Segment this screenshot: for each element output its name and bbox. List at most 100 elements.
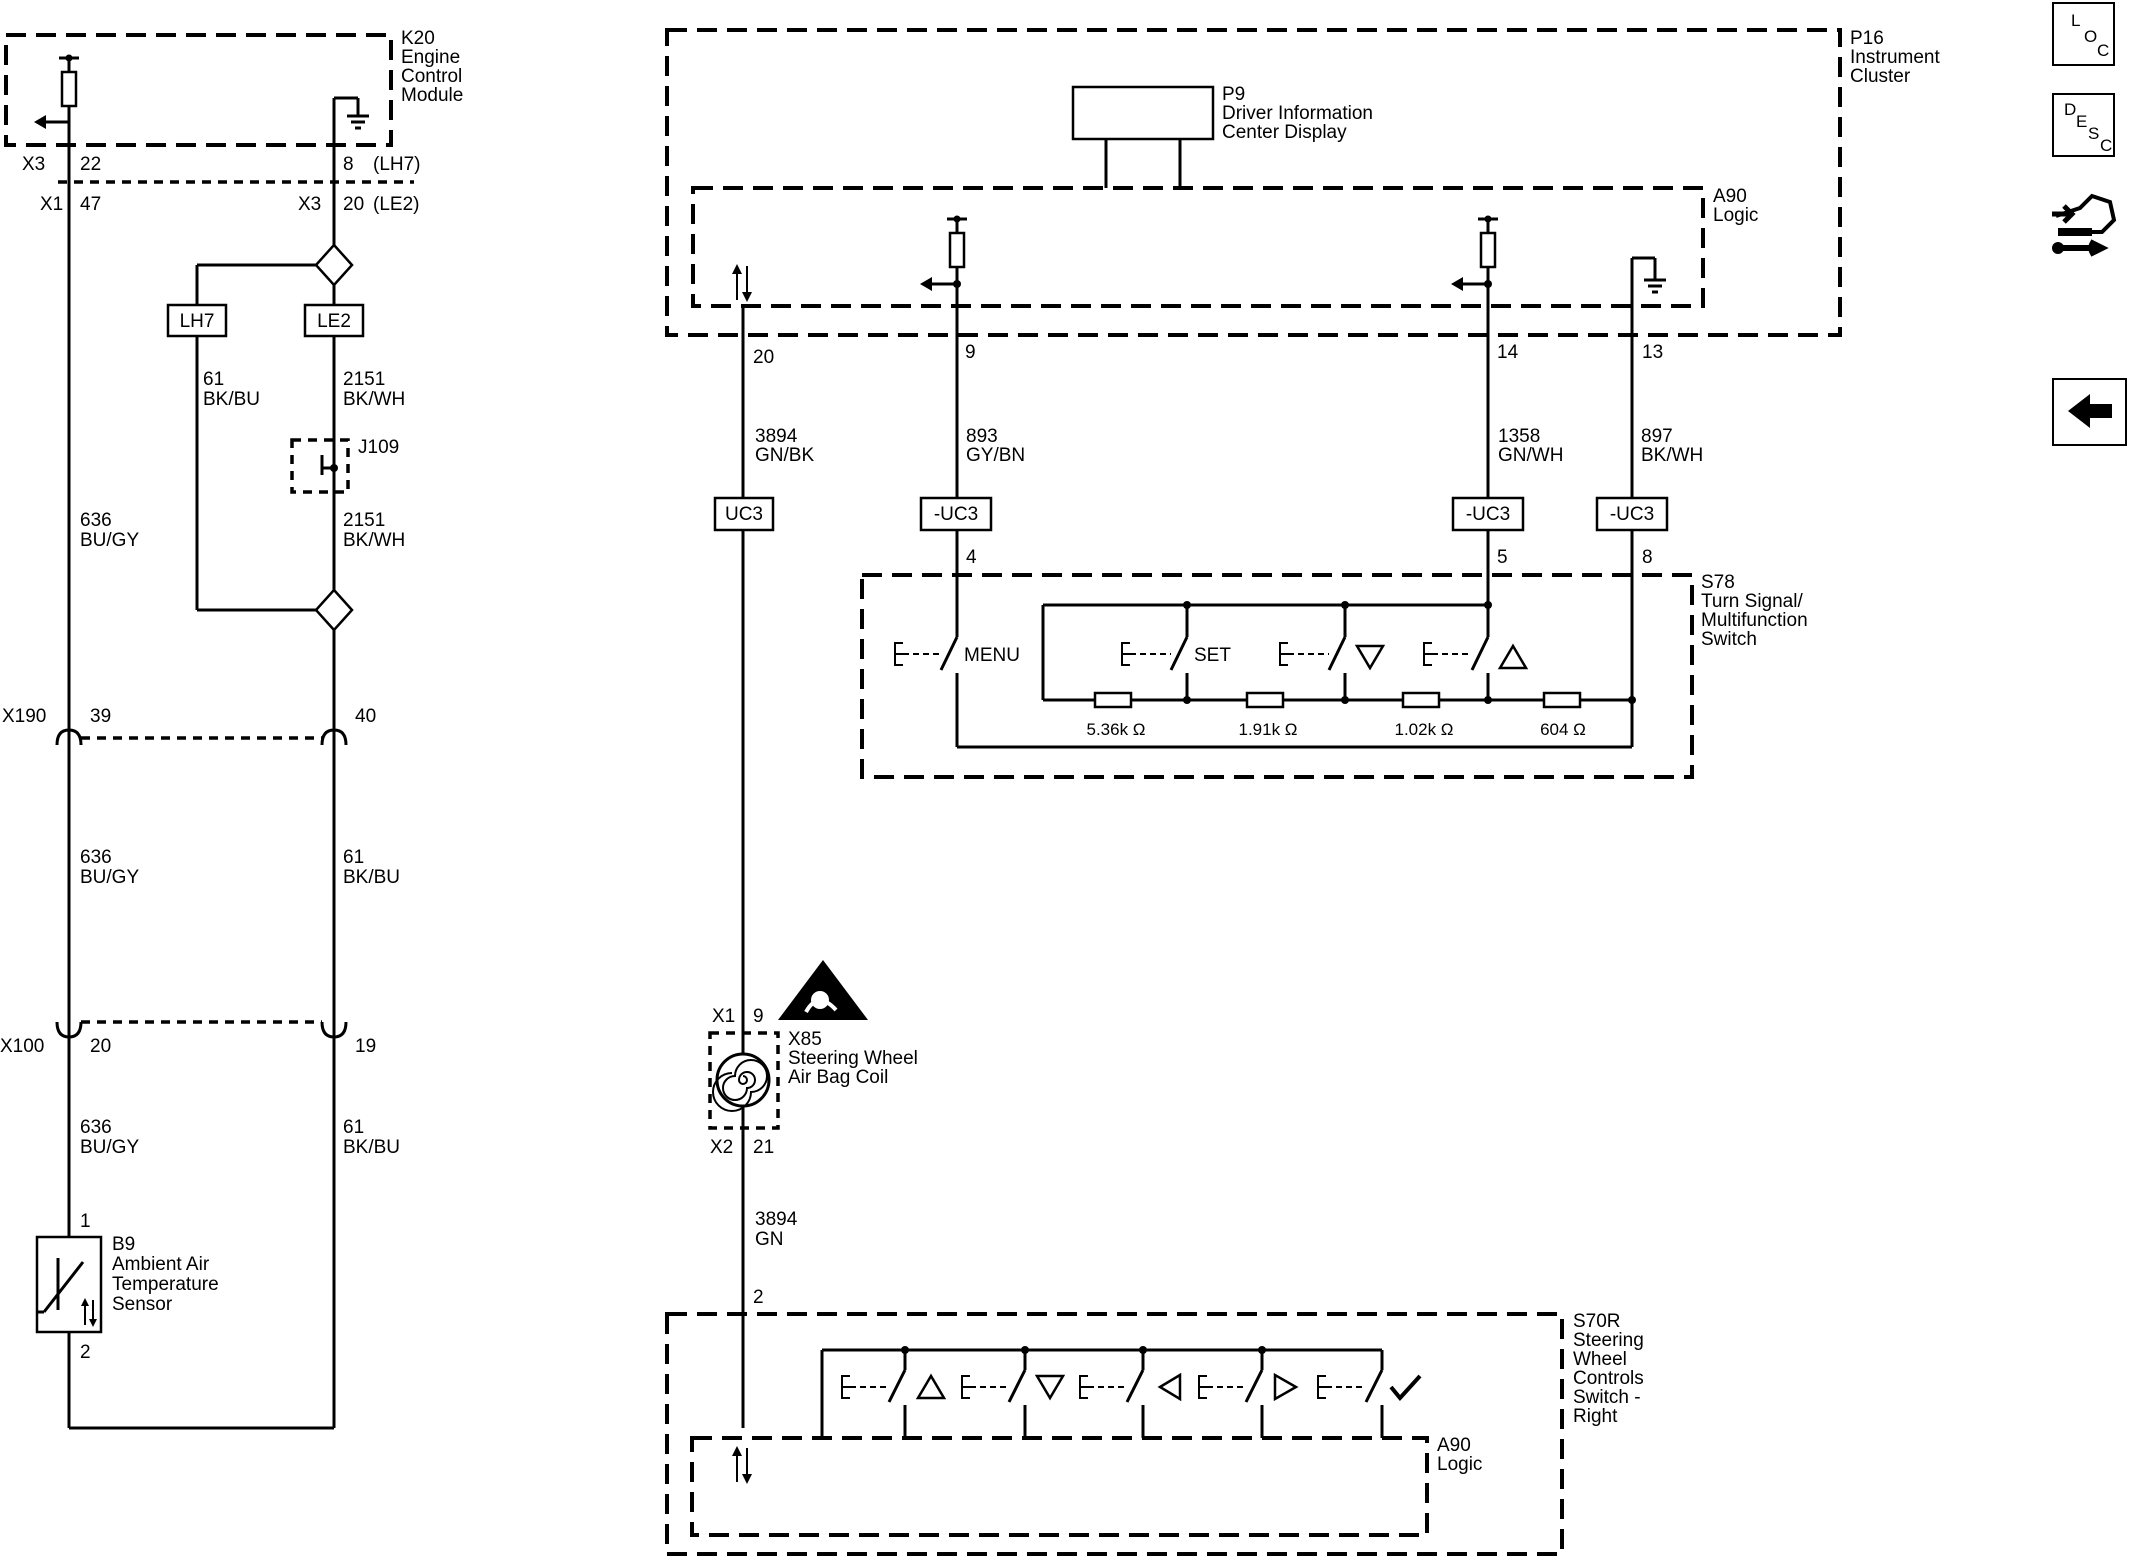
right-arrow-icon	[1273, 1372, 1299, 1402]
sensor-name-2: Temperature	[112, 1274, 219, 1295]
wire-3894-number: 3894	[755, 426, 798, 447]
airbag-warning-icon	[778, 960, 868, 1020]
wire-897-color: BK/WH	[1641, 445, 1703, 466]
ecm-name-3: Module	[401, 85, 463, 106]
desc-letter-d: D	[2064, 100, 2077, 119]
wire-893-color: GY/BN	[966, 445, 1025, 466]
ecm-pin-47: 47	[80, 194, 101, 215]
desc-letter-c: C	[2100, 136, 2113, 155]
ecm-le2-note: (LE2)	[373, 194, 419, 215]
connector-x100: X100	[0, 1036, 44, 1057]
s78-name-3: Switch	[1701, 629, 1757, 650]
s70r-name-4: Switch -	[1573, 1387, 1641, 1408]
coil-name-1: Steering Wheel	[788, 1048, 918, 1069]
turn-signal-switch: S78 Turn Signal/ Multifunction Switch 5.…	[860, 572, 1808, 779]
wire-3894b-color: GN	[755, 1229, 784, 1250]
wire-1358-number: 1358	[1498, 426, 1540, 447]
resistor-2-value: 1.91k Ω	[1238, 720, 1297, 739]
sensor-id: B9	[112, 1234, 135, 1255]
ecm-x3-label: X3	[22, 154, 45, 175]
wire-61c-color: BK/BU	[343, 1137, 400, 1158]
coil-x2-label: X2	[710, 1137, 733, 1158]
wire-636c-number: 636	[80, 1117, 112, 1138]
sensor-pin-1: 1	[80, 1211, 91, 1232]
wire-3894b-number: 3894	[755, 1209, 798, 1230]
s70r-name-1: Steering	[1573, 1330, 1644, 1351]
cluster-logic-id: A90	[1713, 186, 1747, 207]
ecm-pin-20: 20	[343, 194, 364, 215]
dic-name-1: Driver Information	[1222, 103, 1373, 124]
s78-pin-8: 8	[1642, 547, 1653, 568]
x190-pin-39: 39	[90, 706, 111, 727]
s70r-pin-2: 2	[753, 1287, 764, 1308]
s78-pin-4: 4	[966, 547, 977, 568]
x100-pin-20: 20	[90, 1036, 111, 1057]
dic-name-2: Center Display	[1222, 122, 1347, 143]
wire-61-color: BK/BU	[203, 389, 260, 410]
resistor-3-value: 1.02k Ω	[1394, 720, 1453, 739]
cluster-name-1: Instrument	[1850, 47, 1940, 68]
ecm-pin-22: 22	[80, 154, 101, 175]
ambient-air-sensor: 1 2 B9 Ambient Air Temperature Sensor	[35, 1211, 219, 1363]
connector-tool-icon[interactable]	[2050, 186, 2118, 261]
x100-pin-19: 19	[355, 1036, 376, 1057]
steering-wheel-controls: S70R Steering Wheel Controls Switch - Ri…	[665, 1311, 1644, 1556]
cluster-name-2: Cluster	[1850, 66, 1911, 87]
cluster-pin-20: 20	[753, 347, 774, 368]
x190-pin-40: 40	[355, 706, 376, 727]
down-arrow-icon	[1354, 644, 1386, 671]
description-button[interactable]: D E S C	[2052, 93, 2115, 157]
middle-wiring: 20 9 14 13 3894 GN/BK 893 GY/BN 1358 GN/…	[713, 258, 1703, 1428]
s78-pin-5: 5	[1497, 547, 1508, 568]
coil-id: X85	[788, 1029, 822, 1050]
coil-pin-21: 21	[753, 1137, 774, 1158]
ecm-x3b-label: X3	[298, 194, 321, 215]
dic-id: P9	[1222, 84, 1245, 105]
option-not-uc3-b: -UC3	[1466, 504, 1510, 525]
ecm-module: K20 Engine Control Module X3 22 8 (LH7) …	[4, 28, 463, 215]
option-lh7: LH7	[180, 311, 215, 332]
ecm-id: K20	[401, 28, 435, 49]
cluster-pin-13: 13	[1642, 342, 1663, 363]
wire-636b-color: BU/GY	[80, 867, 139, 888]
ecm-x1-label: X1	[40, 194, 63, 215]
cluster-pin-14: 14	[1497, 342, 1519, 363]
switch-set-label: SET	[1194, 645, 1231, 666]
switch-menu-label: MENU	[964, 645, 1020, 666]
wire-1358-color: GN/WH	[1498, 445, 1563, 466]
wire-61b-number: 61	[343, 847, 364, 868]
back-button[interactable]	[2052, 378, 2127, 446]
left-wiring: LH7 LE2 J109 61 BK/BU 2151 BK/WH 2151 BK…	[0, 160, 405, 1430]
wire-636-color: BU/GY	[80, 530, 139, 551]
wire-61c-number: 61	[343, 1117, 364, 1138]
splice-j109-label: J109	[358, 437, 399, 458]
wire-2151b-number: 2151	[343, 510, 385, 531]
desc-letter-e: E	[2076, 112, 2088, 131]
wire-636-number: 636	[80, 510, 112, 531]
cluster-id: P16	[1850, 28, 1884, 49]
sensor-pin-2: 2	[80, 1342, 91, 1363]
cluster-logic-name: Logic	[1713, 205, 1758, 226]
location-button[interactable]: L O C	[2052, 2, 2115, 66]
s70r-logic-id: A90	[1437, 1435, 1471, 1456]
check-icon	[1389, 1374, 1422, 1402]
airbag-coil: X1 9 X85 Steering Wheel Air Bag Coil X2 …	[708, 960, 918, 1308]
resistor-1-value: 5.36k Ω	[1086, 720, 1145, 739]
s70r-name-5: Right	[1573, 1406, 1618, 1427]
instrument-cluster: P16 Instrument Cluster P9 Driver Informa…	[665, 28, 1940, 337]
wire-897-number: 897	[1641, 426, 1673, 447]
wire-636b-number: 636	[80, 847, 112, 868]
s70r-name-2: Wheel	[1573, 1349, 1627, 1370]
resistor-4-value: 604 Ω	[1540, 720, 1586, 739]
s78-name-1: Turn Signal/	[1701, 591, 1803, 612]
wire-61b-color: BK/BU	[343, 867, 400, 888]
wire-2151-color: BK/WH	[343, 389, 405, 410]
wire-61-number: 61	[203, 369, 224, 390]
s70r-logic-name: Logic	[1437, 1454, 1482, 1475]
option-not-uc3-a: -UC3	[934, 504, 978, 525]
coil-name-2: Air Bag Coil	[788, 1067, 888, 1088]
s70r-name-3: Controls	[1573, 1368, 1644, 1389]
ecm-pin-8: 8	[343, 154, 354, 175]
cluster-pin-9: 9	[965, 342, 976, 363]
